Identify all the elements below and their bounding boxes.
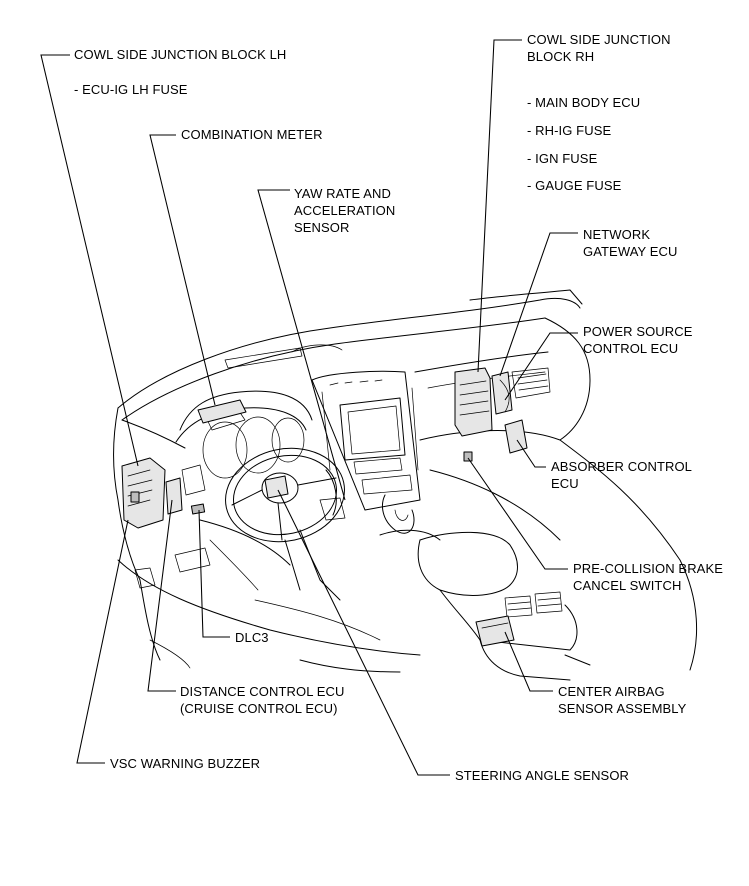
absorber-control-ecu-part — [504, 419, 528, 454]
label-main-body-ecu: - MAIN BODY ECU — [527, 95, 641, 110]
cowl-side-junction-block-rh-part — [454, 367, 493, 437]
label-yaw-rate-line1: YAW RATE AND — [294, 186, 392, 201]
label-ign-fuse: - IGN FUSE — [527, 151, 598, 166]
dlc3-connector — [190, 503, 206, 515]
label-power-source-line1: POWER SOURCE — [583, 324, 693, 339]
label-vsc-warning-buzzer: VSC WARNING BUZZER — [110, 756, 261, 771]
center-airbag-sensor-part — [475, 615, 515, 647]
leader-lines — [40, 39, 578, 776]
label-ecu-ig-lh-fuse: - ECU-IG LH FUSE — [74, 82, 188, 97]
combination-meter-part — [197, 399, 247, 424]
label-cowl-side-junction-block-rh-line1: COWL SIDE JUNCTION — [527, 32, 671, 47]
label-cowl-side-junction-block-rh-line2: BLOCK RH — [527, 49, 595, 64]
label-steering-angle-sensor: STEERING ANGLE SENSOR — [455, 768, 630, 783]
label-pre-collision-line1: PRE-COLLISION BRAKE — [573, 561, 723, 576]
label-center-airbag-line2: SENSOR ASSEMBLY — [558, 701, 687, 716]
dashboard-outline — [113, 289, 697, 673]
steering-and-cluster — [175, 390, 346, 601]
cowl-side-junction-block-lh-part — [121, 457, 166, 529]
label-pre-collision-line2: CANCEL SWITCH — [573, 578, 682, 593]
label-center-airbag-line1: CENTER AIRBAG — [558, 684, 665, 699]
label-yaw-rate-line2: ACCELERATION — [294, 203, 396, 218]
label-combination-meter: COMBINATION METER — [181, 127, 323, 142]
label-rh-ig-fuse: - RH-IG FUSE — [527, 123, 612, 138]
label-yaw-rate-line3: SENSOR — [294, 220, 350, 235]
label-dlc3: DLC3 — [235, 630, 269, 645]
label-absorber-line1: ABSORBER CONTROL — [551, 459, 693, 474]
center-console — [311, 370, 591, 681]
label-cowl-side-junction-block-lh: COWL SIDE JUNCTION BLOCK LH — [74, 47, 287, 62]
steering-angle-sensor-part — [264, 475, 289, 499]
label-network-gateway-line1: NETWORK — [583, 227, 651, 242]
components — [121, 367, 528, 647]
label-network-gateway-line2: GATEWAY ECU — [583, 244, 678, 259]
label-absorber-line2: ECU — [551, 476, 579, 491]
label-power-source-line2: CONTROL ECU — [583, 341, 679, 356]
label-distance-control-line1: DISTANCE CONTROL ECU — [180, 684, 345, 699]
label-gauge-fuse: - GAUGE FUSE — [527, 178, 622, 193]
pre-collision-switch-part — [463, 451, 473, 462]
network-gateway-ecu-part — [491, 371, 513, 415]
label-distance-control-line2: (CRUISE CONTROL ECU) — [180, 701, 338, 716]
